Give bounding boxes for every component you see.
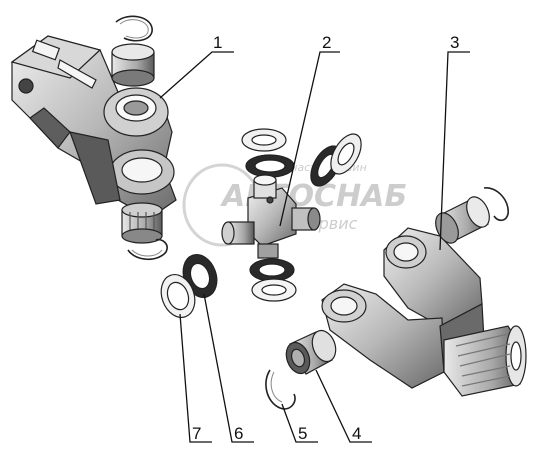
leader-5 <box>281 403 318 443</box>
upper-bearing-cup <box>111 43 155 87</box>
leader-3 <box>439 51 470 251</box>
callout-6: 6 <box>234 424 243 443</box>
callout-7: 7 <box>192 424 201 443</box>
spider-seal-right <box>310 133 362 187</box>
leader-7 <box>179 313 212 443</box>
washer-7 <box>160 274 196 318</box>
callout-4: 4 <box>352 424 361 443</box>
upper-circlip <box>115 15 153 42</box>
splined-yoke <box>321 227 527 397</box>
needle-bearing-4 <box>285 329 337 375</box>
callout-labels: 1 2 3 4 5 6 7 <box>192 33 459 443</box>
lower-circlip <box>127 238 168 261</box>
leader-1 <box>159 51 234 99</box>
callout-3: 3 <box>450 33 459 52</box>
leader-lines <box>159 51 470 443</box>
leader-2 <box>279 51 340 227</box>
callout-2: 2 <box>322 33 331 52</box>
right-bearing-cup <box>435 196 490 244</box>
leader-4 <box>315 369 372 443</box>
circlip-5 <box>265 369 296 410</box>
spider-seal-bottom <box>249 258 297 302</box>
spider-cross <box>221 174 321 259</box>
callout-1: 1 <box>213 33 222 52</box>
flange-yoke <box>10 35 177 219</box>
spider-seal-top <box>241 128 295 178</box>
lower-bearing-cup <box>121 202 163 244</box>
callout-5: 5 <box>298 424 307 443</box>
right-circlip <box>483 187 509 222</box>
leader-6 <box>203 293 254 443</box>
